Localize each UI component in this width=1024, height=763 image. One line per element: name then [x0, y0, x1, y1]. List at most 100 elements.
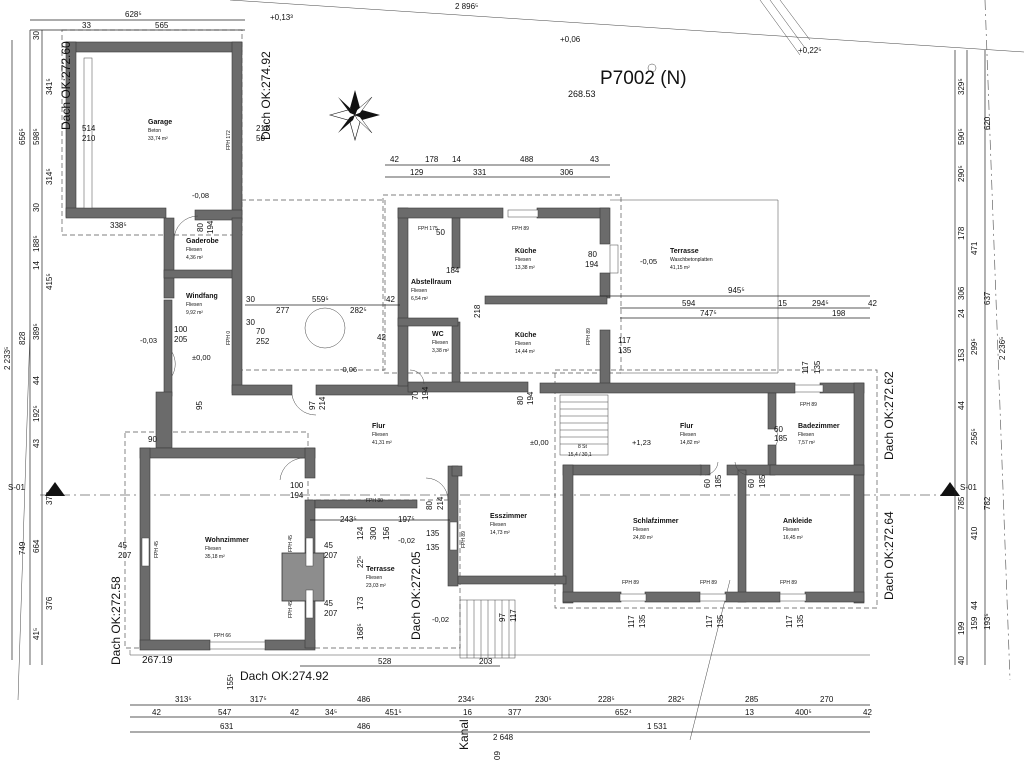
svg-text:42: 42	[152, 708, 161, 717]
fph-label: FPH 45	[288, 601, 294, 618]
room-ankleide: Ankleide Fliesen 16,45 m²	[783, 518, 812, 541]
stairs	[459, 0, 811, 659]
svg-text:70: 70	[256, 327, 265, 336]
ground-level: 267.19	[142, 655, 173, 666]
svg-text:565: 565	[155, 21, 169, 30]
svg-text:285: 285	[745, 695, 759, 704]
svg-text:185: 185	[758, 474, 767, 488]
svg-text:664: 664	[32, 539, 41, 553]
svg-text:637: 637	[983, 291, 992, 305]
svg-text:16,45 m²: 16,45 m²	[783, 535, 803, 541]
fph-label: FPH 89	[461, 531, 467, 548]
svg-text:44: 44	[970, 601, 979, 610]
svg-text:Fliesen: Fliesen	[633, 527, 649, 533]
svg-text:14: 14	[32, 261, 41, 270]
svg-text:135: 135	[426, 543, 440, 552]
svg-text:377: 377	[508, 708, 522, 717]
svg-text:117: 117	[785, 615, 794, 628]
fph-label: FPH 45	[288, 535, 294, 552]
svg-text:178: 178	[425, 155, 439, 164]
roof-garage-right: Dach OK:274.92	[259, 51, 273, 140]
svg-text:184: 184	[446, 266, 460, 275]
svg-text:317⁵: 317⁵	[250, 695, 267, 704]
svg-text:256⁵: 256⁵	[970, 428, 979, 445]
svg-text:486: 486	[357, 695, 371, 704]
svg-text:34⁵: 34⁵	[325, 708, 337, 717]
svg-text:210: 210	[82, 134, 96, 143]
courtyard-outline	[232, 199, 386, 371]
svg-text:22⁵: 22⁵	[356, 556, 365, 568]
svg-text:45: 45	[324, 541, 333, 550]
svg-text:4,36 m²: 4,36 m²	[186, 255, 203, 261]
svg-text:451⁵: 451⁵	[385, 708, 402, 717]
svg-text:117: 117	[509, 609, 518, 622]
fph-label: FPH 175	[418, 226, 438, 232]
roof-garage-left: Dach OK:272.60	[59, 41, 73, 130]
svg-text:155¹: 155¹	[226, 674, 235, 690]
svg-text:Fliesen: Fliesen	[798, 432, 814, 438]
svg-text:590⁵: 590⁵	[957, 128, 966, 145]
svg-text:277: 277	[276, 306, 290, 315]
svg-text:90: 90	[148, 435, 157, 444]
svg-text:Esszimmer: Esszimmer	[490, 513, 527, 520]
svg-text:43: 43	[32, 439, 41, 448]
fph-label: FPH 89	[512, 226, 529, 232]
svg-text:214: 214	[436, 496, 445, 510]
svg-text:389⁵: 389⁵	[32, 323, 41, 340]
svg-text:135: 135	[716, 614, 725, 628]
svg-text:185: 185	[774, 434, 788, 443]
roof-terrace: Dach OK:272.05	[409, 551, 423, 640]
svg-text:117: 117	[801, 361, 810, 374]
room-kueche-2: Küche Fliesen 14,44 m²	[515, 332, 537, 355]
svg-text:135: 135	[813, 360, 822, 374]
svg-text:192⁵: 192⁵	[32, 405, 41, 422]
svg-text:30: 30	[32, 203, 41, 212]
svg-text:945⁵: 945⁵	[728, 286, 745, 295]
svg-text:Gaderobe: Gaderobe	[186, 238, 219, 245]
room-schlafzimmer: Schlafzimmer Fliesen 24,80 m²	[633, 518, 679, 541]
level-8: -0,02	[398, 536, 415, 545]
level-4: ±0,00	[192, 353, 211, 362]
svg-text:2 896⁵: 2 896⁵	[455, 2, 478, 11]
dimension-texts: 628⁵ 33 565 2 896⁵ 42 178 14 488 43 129 …	[3, 2, 1007, 731]
svg-text:314⁵: 314⁵	[45, 168, 54, 185]
roof-west: Dach OK:272.58	[109, 576, 123, 665]
level-6: ±0,00	[530, 438, 549, 447]
svg-text:30: 30	[246, 318, 255, 327]
svg-text:23,03 m²: 23,03 m²	[366, 583, 386, 589]
svg-text:Schlafzimmer: Schlafzimmer	[633, 518, 679, 525]
svg-text:3,38 m²: 3,38 m²	[432, 348, 449, 354]
svg-text:24: 24	[957, 309, 966, 318]
svg-text:173: 173	[356, 596, 365, 610]
level-5: -0,06	[340, 365, 357, 374]
svg-text:168⁵: 168⁵	[356, 623, 365, 640]
svg-text:45: 45	[118, 541, 127, 550]
fph-label: FPH 172	[226, 130, 232, 150]
svg-text:156: 156	[382, 526, 391, 540]
svg-text:13: 13	[745, 708, 754, 717]
svg-text:42: 42	[377, 333, 386, 342]
svg-text:376: 376	[45, 596, 54, 610]
svg-text:50: 50	[256, 134, 265, 143]
svg-text:Terrasse: Terrasse	[366, 566, 395, 573]
roof-east-lower: Dach OK:272.64	[882, 511, 896, 600]
dimension-lines	[11, 19, 986, 733]
roof-east-upper: Dach OK:272.62	[882, 371, 896, 460]
svg-text:341⁵: 341⁵	[45, 78, 54, 95]
svg-text:300: 300	[369, 526, 378, 540]
svg-text:41,31 m²: 41,31 m²	[372, 440, 392, 446]
room-terrasse-s: Terrasse Fliesen 23,03 m²	[366, 566, 395, 589]
roof-south: Dach OK:274.92	[240, 669, 329, 683]
svg-text:Küche: Küche	[515, 332, 537, 339]
svg-text:135: 135	[618, 346, 632, 355]
svg-text:Waschbetonplatten: Waschbetonplatten	[670, 257, 713, 263]
svg-text:410: 410	[970, 526, 979, 540]
level-2: -0,05	[640, 257, 657, 266]
plot-elevation: 268.53	[568, 89, 596, 99]
svg-text:16: 16	[463, 708, 472, 717]
svg-text:199: 199	[957, 621, 966, 635]
stairs-count: 8 St	[578, 444, 588, 450]
drain-value: 2 648	[493, 733, 514, 742]
svg-text:45: 45	[324, 599, 333, 608]
